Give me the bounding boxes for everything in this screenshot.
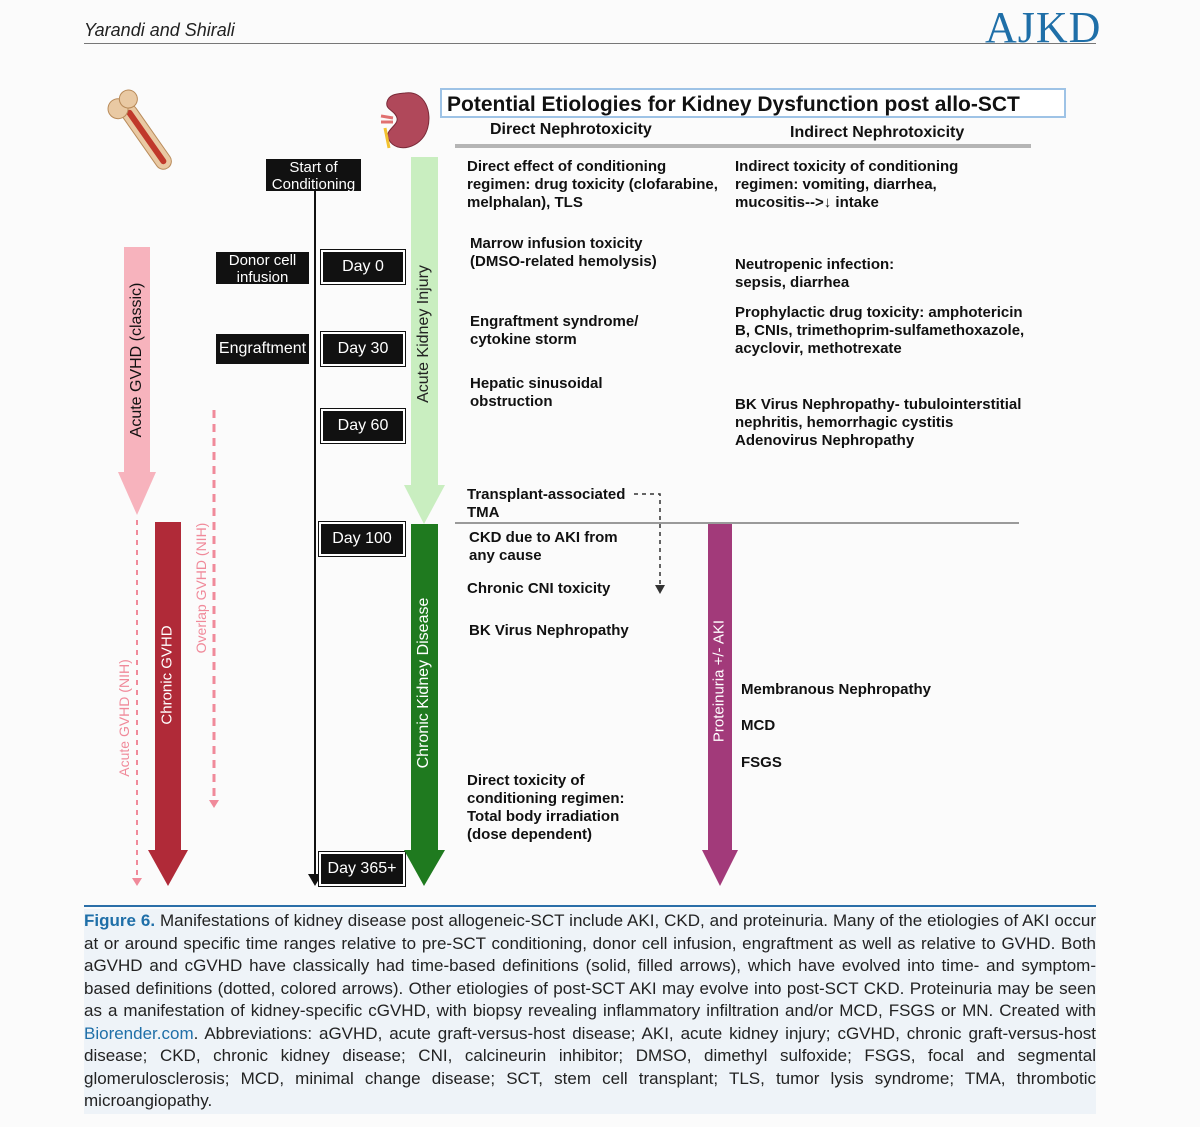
direct-item-engraftment: Engraftment syndrome/ cytokine storm	[470, 313, 660, 349]
day-365-label: Day 365+	[319, 852, 405, 886]
proteinuria-item-fsgs: FSGS	[741, 754, 782, 772]
indirect-item-infection: Neutropenic infection: sepsis, diarrhea	[735, 256, 935, 292]
figure-title: Potential Etiologies for Kidney Dysfunct…	[440, 88, 1066, 118]
day-100-divider	[455, 522, 1019, 524]
direct-item-cni: Chronic CNI toxicity	[467, 580, 610, 598]
running-head-authors: Yarandi and Shirali	[84, 20, 235, 41]
direct-item-conditioning: Direct effect of conditioning regimen: d…	[467, 158, 729, 212]
biorender-link[interactable]: Biorender.com	[84, 1024, 194, 1043]
proteinuria-item-mcd: MCD	[741, 717, 775, 735]
column-divider	[455, 144, 1031, 148]
ckd-head	[404, 850, 445, 886]
direct-column-heading: Direct Nephrotoxicity	[490, 121, 652, 139]
aki-head	[404, 485, 445, 524]
figure-caption: Figure 6. Manifestations of kidney disea…	[84, 910, 1096, 1113]
caption-text-part1: Manifestations of kidney disease post al…	[84, 911, 1096, 1020]
direct-item-tma: Transplant-associated TMA	[467, 486, 642, 522]
header-rule	[84, 43, 1096, 44]
acute-nih-head	[132, 878, 142, 886]
timeline-axis	[314, 191, 316, 877]
direct-item-ckd: CKD due to AKI from any cause	[469, 529, 629, 565]
direct-item-marrow: Marrow infusion toxicity (DMSO-related h…	[470, 235, 685, 271]
day-30-label: Day 30	[321, 332, 405, 366]
day-0-label: Day 0	[321, 250, 405, 284]
bone-icon	[100, 80, 190, 190]
proteinuria-head	[702, 850, 738, 886]
event-engraftment: Engraftment	[216, 334, 309, 364]
acute-nih-label: Acute GVHD (NIH)	[116, 659, 132, 776]
indirect-item-prophylactic: Prophylactic drug toxicity: amphotericin…	[735, 304, 1025, 358]
proteinuria-item-mn: Membranous Nephropathy	[741, 681, 931, 699]
caption-rule	[84, 905, 1096, 907]
start-conditioning-label: Start of Conditioning	[266, 159, 361, 191]
direct-item-bk: BK Virus Nephropathy	[469, 622, 629, 640]
indirect-item-bk-adeno: BK Virus Nephropathy- tubulointerstitial…	[735, 396, 1035, 450]
day-100-label: Day 100	[319, 522, 405, 556]
chronic-label: Chronic GVHD	[159, 625, 176, 724]
kidney-icon	[375, 88, 435, 158]
aki-label: Acute Kidney Injury	[415, 265, 433, 403]
acute-classic-label: Acute GVHD (classic)	[128, 283, 146, 438]
caption-label: Figure 6.	[84, 911, 155, 930]
chronic-head	[148, 850, 188, 886]
tma-connector-head	[655, 585, 665, 594]
overlap-label: Overlap GVHD (NIH)	[193, 523, 209, 654]
indirect-item-conditioning: Indirect toxicity of conditioning regime…	[735, 158, 985, 212]
day-60-label: Day 60	[321, 409, 405, 443]
acute-classic-head	[118, 472, 156, 515]
journal-logo: AJKD	[985, 2, 1101, 53]
overlap-head	[209, 800, 219, 808]
indirect-column-heading: Indirect Nephrotoxicity	[790, 124, 964, 142]
direct-item-hepatic: Hepatic sinusoidal obstruction	[470, 375, 620, 411]
ckd-label: Chronic Kidney Disease	[415, 598, 433, 769]
proteinuria-label: Proteinuria +/- AKI	[711, 620, 728, 742]
direct-item-tbi: Direct toxicity of conditioning regimen:…	[467, 772, 637, 844]
event-donor-infusion: Donor cell infusion	[216, 252, 309, 284]
caption-text-part2: . Abbreviations: aGVHD, acute graft-vers…	[84, 1024, 1096, 1111]
